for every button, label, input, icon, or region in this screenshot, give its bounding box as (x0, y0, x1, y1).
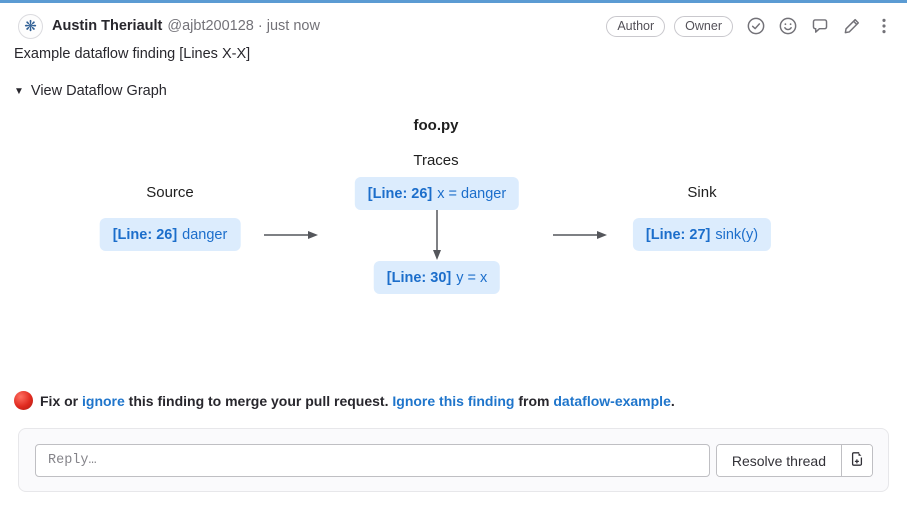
dataflow-graph-toggle[interactable]: ▼ View Dataflow Graph (14, 83, 167, 99)
merge-warning: Fix or ignore this finding to merge your… (14, 391, 675, 410)
graph-file-label: foo.py (413, 117, 459, 134)
resolve-check-button[interactable] (747, 17, 765, 35)
finding-title: Example dataflow finding [Lines X-X] (14, 46, 251, 62)
arrow-trace1-to-trace2 (433, 210, 441, 260)
check-circle-icon (747, 17, 765, 35)
resolve-button-group: Resolve thread (715, 444, 873, 477)
trace-node-1: [Line: 26] x = danger (354, 177, 520, 210)
repo-link[interactable]: dataflow-example (553, 392, 671, 409)
chevron-down-icon: ▼ (14, 85, 24, 97)
emoji-reaction-button[interactable] (779, 17, 797, 35)
avatar[interactable]: ❋ (18, 13, 43, 39)
comment-header: ❋ Austin Theriault @ajbt200128 · just no… (18, 13, 893, 39)
author-name[interactable]: Austin Theriault (52, 18, 163, 34)
red-circle-icon (14, 391, 33, 410)
reply-container: Resolve thread (18, 428, 889, 492)
pencil-icon (843, 17, 861, 35)
create-issue-button[interactable] (841, 445, 872, 476)
comment-button[interactable] (811, 17, 829, 35)
warning-from: from (514, 392, 554, 409)
arrow-trace-to-sink (553, 231, 607, 239)
trace-node-1-line: [Line: 26] (367, 185, 433, 202)
warning-suffix: . (670, 392, 675, 409)
graph-traces-label: Traces (413, 152, 459, 169)
more-actions-button[interactable] (875, 17, 893, 35)
owner-badge: Owner (674, 15, 733, 37)
ignore-link[interactable]: ignore (82, 392, 125, 409)
kebab-icon (875, 17, 893, 35)
source-node-line: [Line: 26] (112, 226, 178, 243)
comment-icon (811, 17, 829, 35)
resolve-thread-button[interactable]: Resolve thread (716, 445, 841, 476)
smiley-icon (779, 17, 797, 35)
warning-middle: this finding to merge your pull request. (124, 392, 393, 409)
trace-node-2-code: y = x (456, 269, 488, 286)
create-issue-icon (849, 451, 865, 470)
sink-node-code: sink(y) (715, 226, 759, 243)
source-node-code: danger (182, 226, 228, 243)
arrow-source-to-trace (264, 231, 318, 239)
warning-prefix: Fix or (40, 392, 83, 409)
graph-source-label: Source (146, 184, 194, 201)
ignore-finding-link[interactable]: Ignore this finding (392, 392, 515, 409)
dataflow-graph: foo.py Traces Source Sink [Line: 26] dan… (0, 110, 907, 305)
trace-node-2-line: [Line: 30] (386, 269, 452, 286)
author-badge: Author (606, 15, 666, 37)
trace-node-1-code: x = danger (437, 185, 507, 202)
reply-input[interactable] (35, 444, 710, 477)
top-accent-bar (0, 0, 907, 3)
avatar-glyph: ❋ (24, 17, 37, 35)
toggle-label: View Dataflow Graph (30, 83, 167, 99)
graph-sink-label: Sink (687, 184, 717, 201)
author-meta[interactable]: @ajbt200128 · just now (167, 18, 320, 34)
sink-node-line: [Line: 27] (645, 226, 711, 243)
edit-button[interactable] (843, 17, 861, 35)
trace-node-2: [Line: 30] y = x (373, 261, 501, 294)
sink-node: [Line: 27] sink(y) (632, 218, 772, 251)
source-node: [Line: 26] danger (99, 218, 241, 251)
